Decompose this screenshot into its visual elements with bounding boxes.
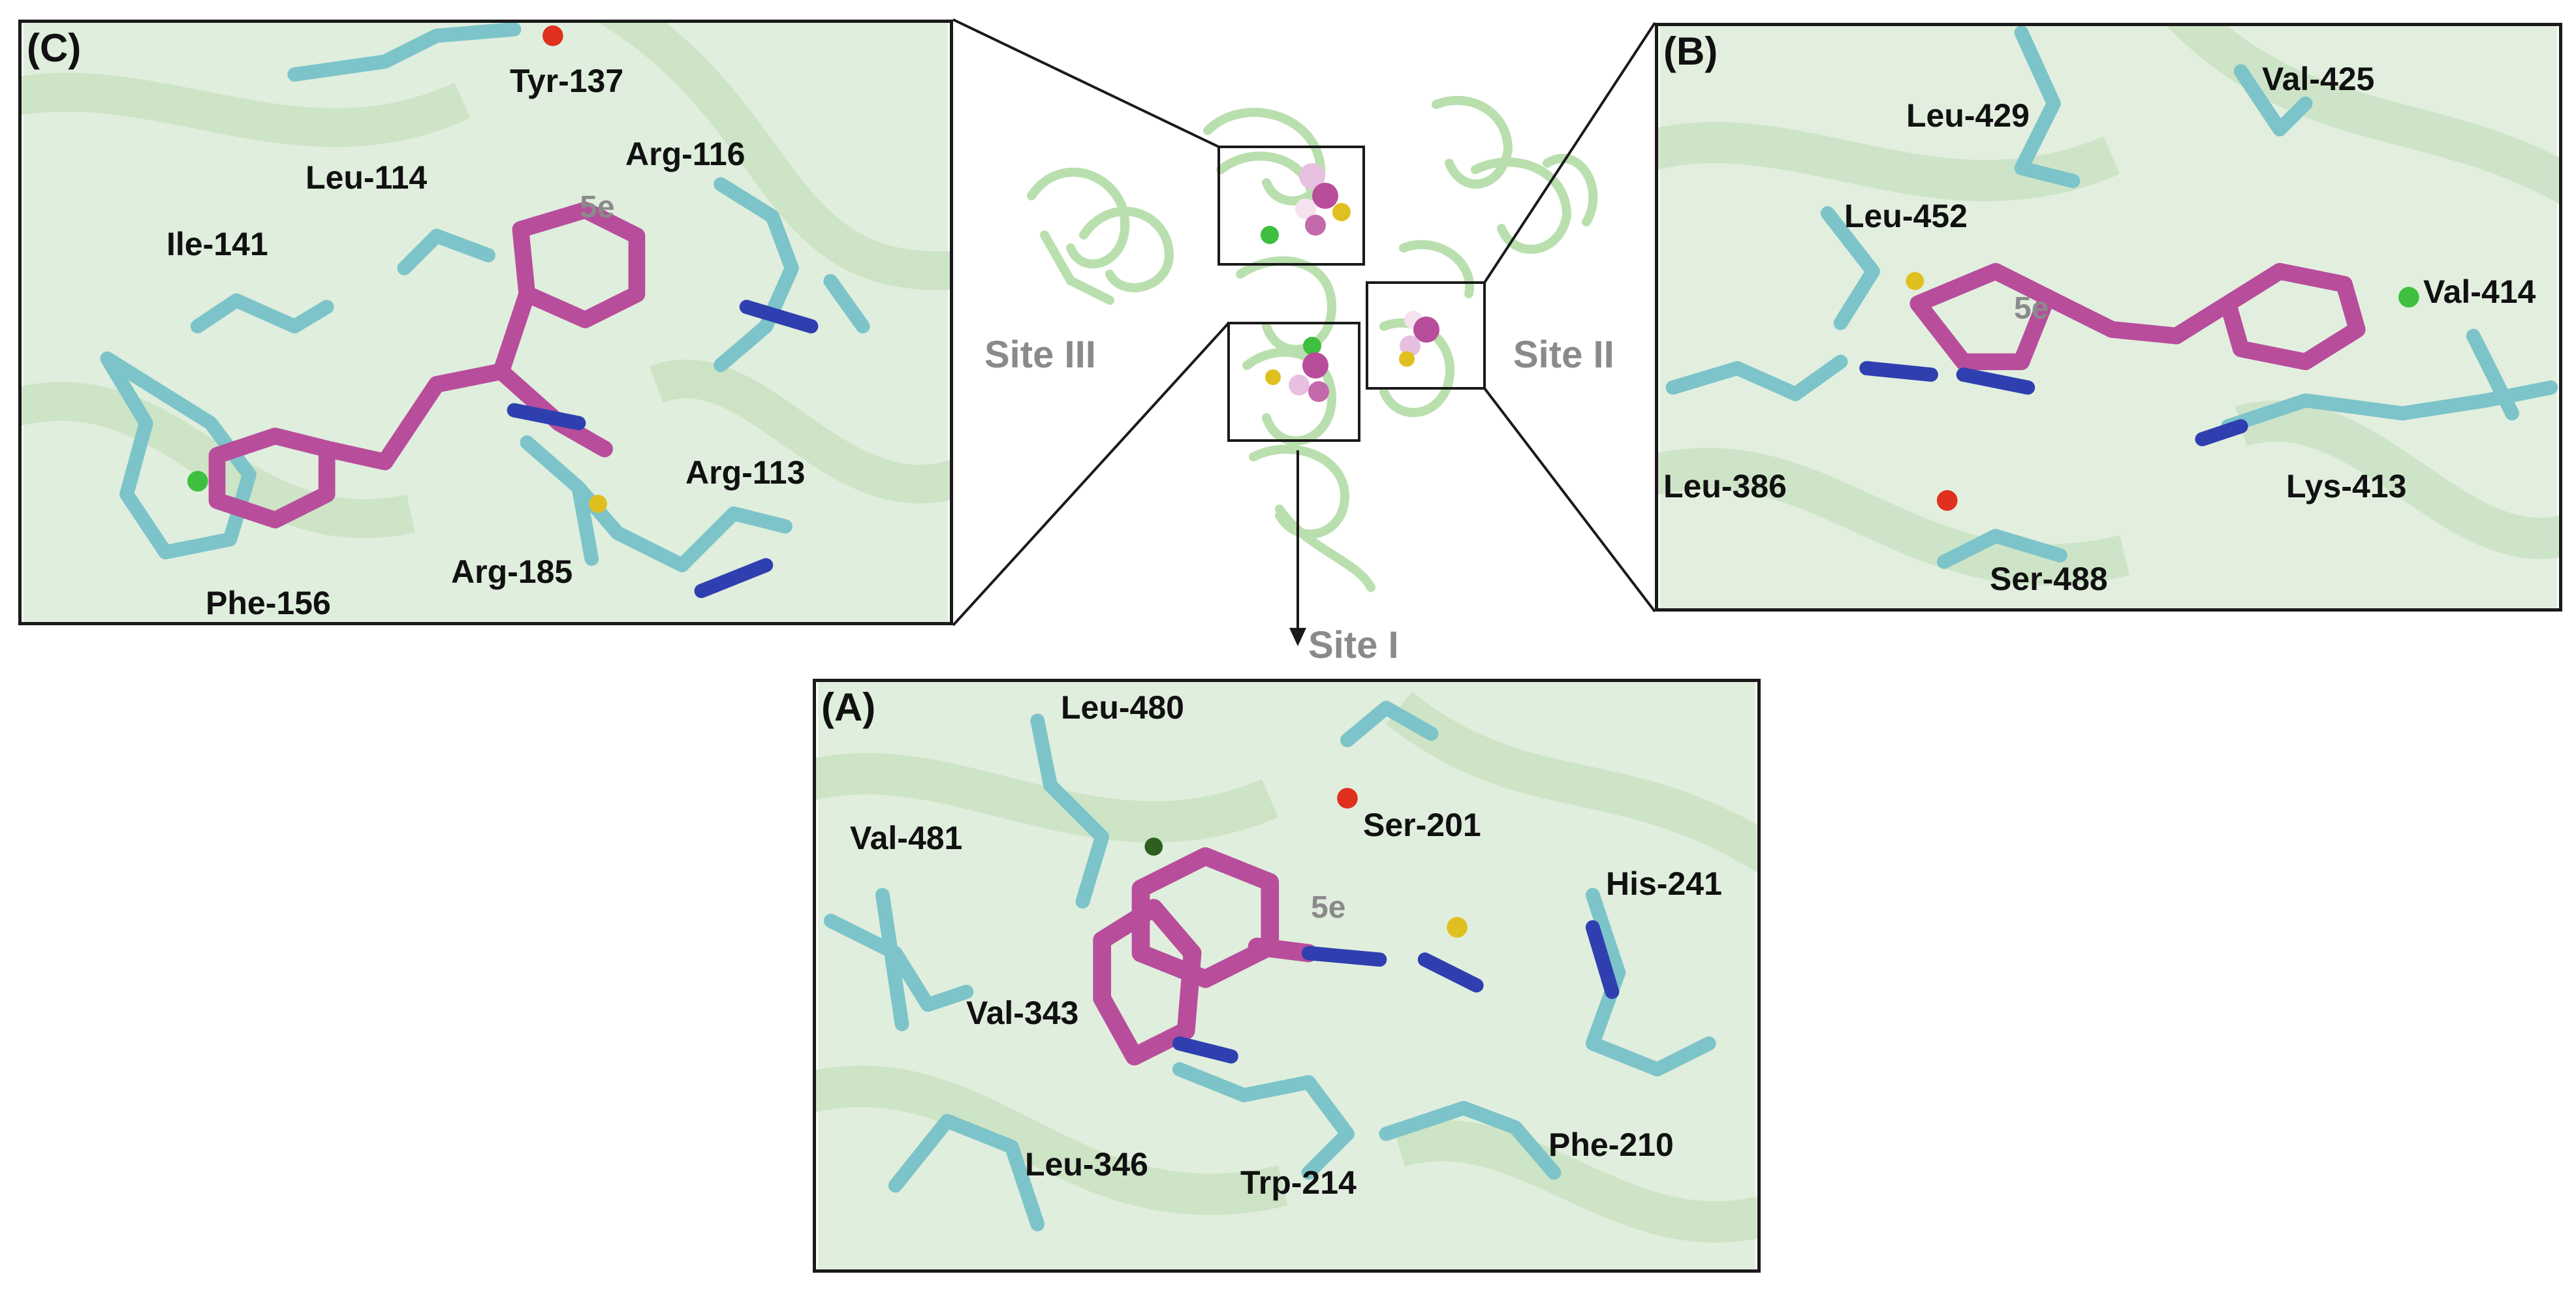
panel-a: (A) 5e Leu-480 Ser-201 Val-481 His-241 V… xyxy=(813,679,1761,1273)
residue-ile141: Ile-141 xyxy=(166,226,268,262)
residue-leu386: Leu-386 xyxy=(1663,468,1787,505)
residue-val425: Val-425 xyxy=(2262,61,2375,97)
residue-phe156: Phe-156 xyxy=(206,585,331,621)
residue-val343: Val-343 xyxy=(966,995,1079,1031)
residue-leu480: Leu-480 xyxy=(1061,689,1184,726)
panel-b-structure xyxy=(1658,26,2559,608)
site-iii-box xyxy=(1217,146,1365,266)
residue-leu346: Leu-346 xyxy=(1025,1146,1148,1183)
panel-c-ligand-label: 5e xyxy=(580,190,615,225)
site-ii-box xyxy=(1366,281,1486,390)
residue-leu114: Leu-114 xyxy=(306,159,428,196)
residue-val481: Val-481 xyxy=(850,820,963,856)
site-i-box xyxy=(1227,322,1360,442)
residue-leu452: Leu-452 xyxy=(1844,198,1968,234)
panel-b: (B) 5e Leu-429 Val-425 Leu-452 Val-414 L… xyxy=(1655,23,2562,612)
site-ii-label: Site II xyxy=(1513,334,1614,376)
panel-c: (C) 5e Tyr-137 Leu-114 Arg-116 Ile-141 A… xyxy=(18,20,953,625)
residue-ser488: Ser-488 xyxy=(1990,561,2108,597)
residue-tyr137: Tyr-137 xyxy=(510,63,624,99)
panel-b-ligand-label: 5e xyxy=(2014,291,2049,326)
residue-leu429: Leu-429 xyxy=(1906,97,2030,134)
residue-arg113: Arg-113 xyxy=(685,454,806,491)
residue-arg185: Arg-185 xyxy=(451,553,573,590)
residue-lys413: Lys-413 xyxy=(2286,468,2407,505)
residue-phe210: Phe-210 xyxy=(1548,1126,1674,1163)
residue-val414: Val-414 xyxy=(2423,273,2536,310)
panel-a-structure xyxy=(816,682,1757,1269)
panel-c-structure xyxy=(22,23,950,622)
site-i-label: Site I xyxy=(1308,624,1399,666)
panel-c-letter: (C) xyxy=(27,26,82,70)
panel-a-letter: (A) xyxy=(821,685,876,729)
residue-arg116: Arg-116 xyxy=(625,136,746,172)
site-iii-label: Site III xyxy=(984,334,1096,376)
residue-trp214: Trp-214 xyxy=(1240,1164,1357,1201)
residue-his241: His-241 xyxy=(1606,865,1722,902)
residue-ser201: Ser-201 xyxy=(1363,807,1481,843)
panel-b-letter: (B) xyxy=(1663,29,1718,73)
panel-a-ligand-label: 5e xyxy=(1311,890,1346,925)
